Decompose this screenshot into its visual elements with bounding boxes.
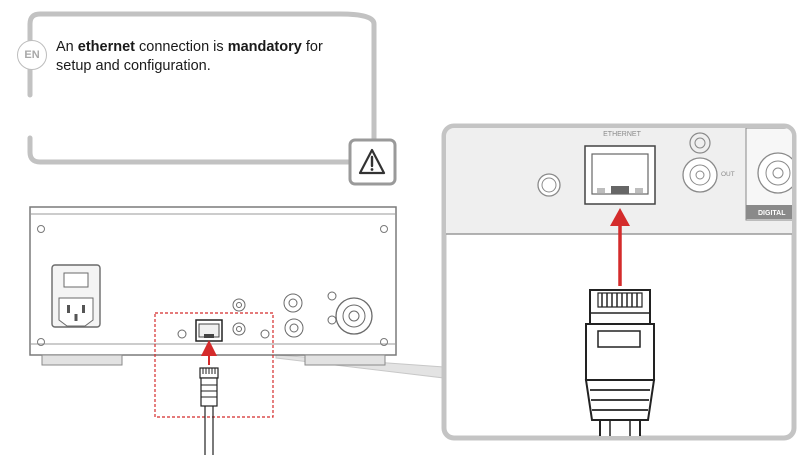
- highlight-box: [154, 312, 274, 418]
- ethernet-plug-small: [199, 367, 219, 455]
- out-label: OUT: [721, 171, 735, 178]
- device-rear-panel: [29, 206, 397, 455]
- ethernet-port-large: [584, 145, 656, 205]
- warning-triangle-icon: [358, 148, 386, 175]
- digital-label: DIGITAL: [758, 210, 786, 217]
- ethernet-plug-large: [584, 289, 656, 436]
- zoom-panel: ETHERNET OUT DIGITAL: [441, 123, 797, 441]
- note-text-part1: An: [56, 39, 78, 55]
- note-bold-ethernet: ethernet: [77, 39, 135, 55]
- ethernet-label: ETHERNET: [603, 131, 641, 138]
- note-text-part2: connection is: [134, 39, 228, 55]
- large-arrow-head: [610, 208, 630, 226]
- note-text: An ethernet connection is mandatory for …: [56, 38, 356, 76]
- callout-box: [27, 11, 397, 186]
- language-badge: EN: [17, 40, 47, 70]
- note-text-part3: for setup and configuration.: [56, 39, 323, 74]
- ethernet-port-small: [195, 319, 223, 342]
- power-inlet: [51, 264, 101, 328]
- note-bold-mandatory: mandatory: [227, 39, 302, 55]
